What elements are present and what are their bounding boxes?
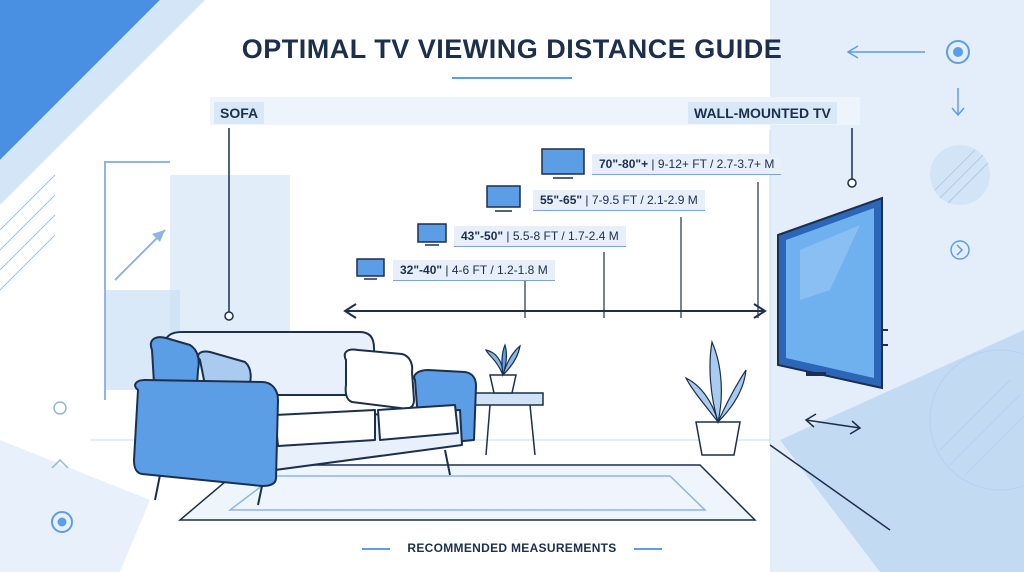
wall-tv-glare <box>800 225 860 300</box>
target-icon-bottom <box>51 511 73 533</box>
size-value: 55"-65" <box>540 193 583 207</box>
side-table-leg <box>485 404 491 456</box>
decor-circle-lines <box>939 379 1024 476</box>
size-label-55-65: 55"-65" | 7-9.5 FT / 2.1-2.9 M <box>533 190 705 211</box>
size-label-70-80: 70"-80"+ | 9-12+ FT / 2.7-3.7+ M <box>592 154 782 175</box>
rug-inner-border <box>227 475 707 511</box>
floor-shape-left <box>0 440 150 572</box>
frame-line-left <box>104 161 170 400</box>
rug <box>177 464 757 521</box>
small-plant-leaf-3 <box>501 343 508 376</box>
size-value: 43"-50" <box>461 229 504 243</box>
target-dot <box>953 47 963 57</box>
sofa-pointer-dot <box>224 311 234 321</box>
chevron-circle-icon <box>950 240 970 260</box>
floor-shape-right <box>780 330 1024 572</box>
arrow-right-head-icon <box>753 303 767 319</box>
distance-value: | 5.5-8 FT / 1.7-2.4 M <box>506 229 619 243</box>
size-value: 70"-80"+ <box>599 157 649 171</box>
tv-logo-bar <box>806 372 826 376</box>
small-plant-leaf-2 <box>501 344 521 378</box>
arrow-head-icon <box>152 230 165 242</box>
floor-plant-leaf-3 <box>717 369 747 423</box>
sofa-leg-2 <box>257 485 263 506</box>
double-arrow-line <box>805 419 861 429</box>
floor-plant-leaf-2 <box>684 376 719 423</box>
distance-value: | 4-6 FT / 1.2-1.8 M <box>445 263 548 277</box>
double-arrow-left-icon <box>804 413 817 428</box>
hatched-circle <box>930 145 990 205</box>
small-plant-leaf <box>485 349 504 376</box>
target-icon <box>946 40 970 64</box>
tv-size-icons <box>356 148 585 277</box>
sofa <box>133 331 477 506</box>
wall-panel-left <box>170 175 290 335</box>
footer-caption: RECOMMENDED MEASUREMENTS <box>407 541 617 555</box>
chevron-up-icon <box>51 458 69 469</box>
tv-icon-medium <box>417 223 447 243</box>
chevron-right-icon <box>956 244 964 256</box>
arrow-left-icon <box>846 45 859 59</box>
distance-value: | 7-9.5 FT / 2.1-2.9 M <box>585 193 698 207</box>
floor-edge-line <box>769 444 891 531</box>
distance-value: | 9-12+ FT / 2.7-3.7+ M <box>651 157 775 171</box>
hatched-circle-lines <box>934 149 989 204</box>
page-title: OPTIMAL TV VIEWING DISTANCE GUIDE <box>241 34 783 64</box>
sofa-pillow-right <box>343 348 415 410</box>
tv-icon-large <box>486 185 521 208</box>
sofa-seat-cushion-left <box>274 409 376 447</box>
sofa-leg <box>154 474 161 501</box>
size-label-43-50: 43"-50" | 5.5-8 FT / 1.7-2.4 M <box>454 226 626 247</box>
decor-circle <box>929 349 1024 491</box>
arrow-down-icon <box>951 107 965 117</box>
sofa-seat-cushion-right <box>377 404 459 441</box>
tv-icon-small <box>356 258 385 277</box>
size-label-32-40: 32"-40" | 4-6 FT / 1.2-1.8 M <box>393 260 555 281</box>
corner-band <box>0 0 205 205</box>
tv-pointer-dot <box>847 178 857 188</box>
target-dot-bottom <box>57 517 67 527</box>
sofa-leg-3 <box>444 449 451 476</box>
tv-icon-stands <box>364 177 573 280</box>
side-table-leg-2 <box>529 404 536 456</box>
sofa-label: SOFA <box>214 102 265 124</box>
small-circle-icon <box>53 401 67 415</box>
size-value: 32"-40" <box>400 263 443 277</box>
floor-plant-pot <box>695 421 741 456</box>
double-arrow-right-icon <box>849 420 862 435</box>
sofa-arm-left <box>133 379 279 487</box>
hatch-lines-left <box>0 174 56 291</box>
tv-icon-xlarge <box>541 148 585 175</box>
side-table-top <box>474 392 544 406</box>
tv-label: WALL-MOUNTED TV <box>688 102 837 124</box>
floor-plant-leaf <box>709 339 722 425</box>
arrow-left-head-icon <box>343 303 357 319</box>
small-plant-pot <box>489 374 517 394</box>
